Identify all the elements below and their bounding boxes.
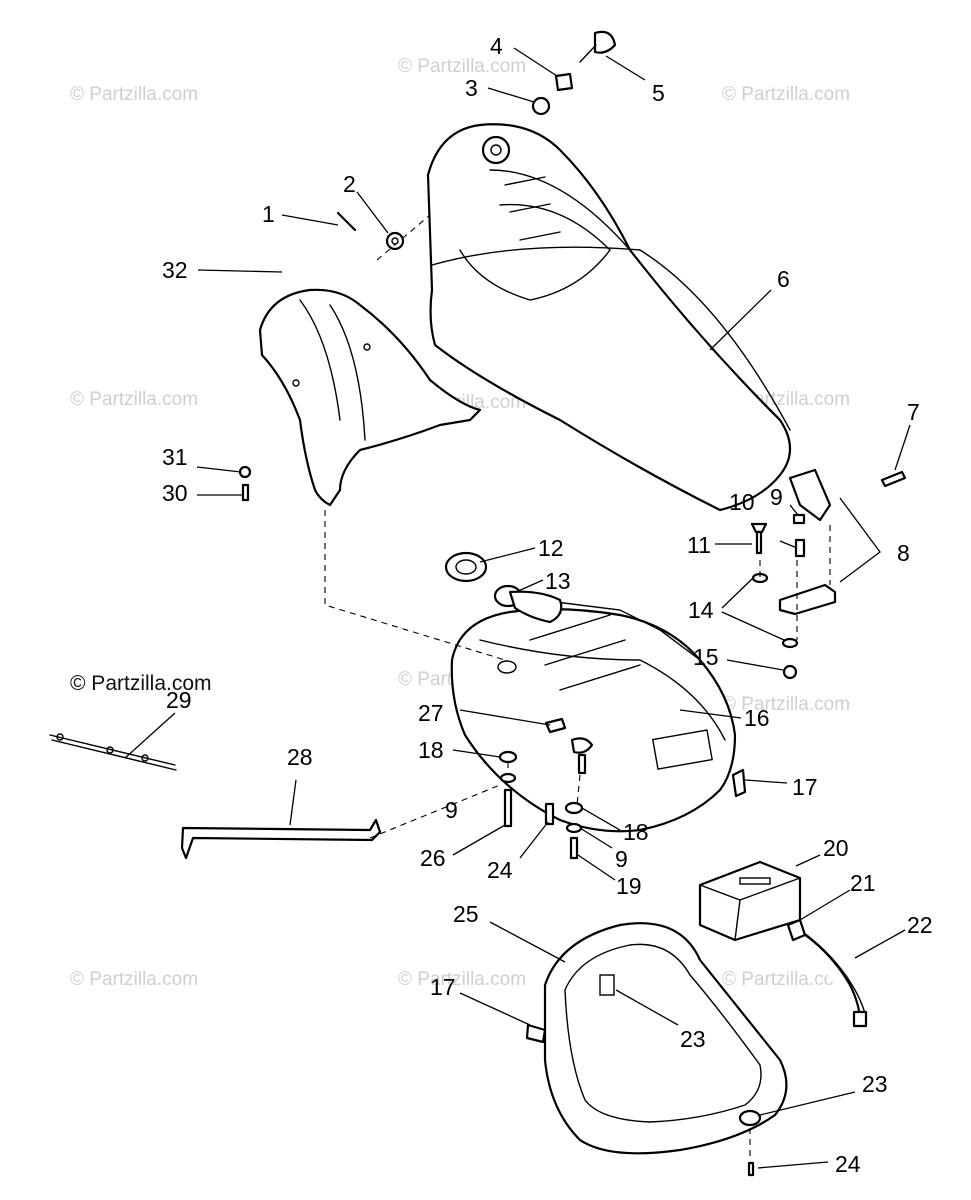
callout-19: 19 bbox=[616, 873, 642, 899]
leader-lines bbox=[124, 47, 911, 1169]
callout-23: 23 bbox=[680, 1026, 706, 1052]
assembly-lines bbox=[324, 214, 831, 1160]
tank-part bbox=[450, 599, 737, 833]
callout-17: 17 bbox=[792, 774, 818, 800]
watermark: © Partzilla.com bbox=[70, 969, 198, 990]
callout-25: 25 bbox=[453, 901, 479, 927]
callout-29: 29 bbox=[166, 687, 192, 713]
callout-28: 28 bbox=[287, 744, 313, 770]
rod-part bbox=[180, 818, 382, 860]
callout-26: 26 bbox=[420, 845, 446, 871]
watermark: © Partzilla.com bbox=[722, 969, 850, 990]
callout-7: 7 bbox=[907, 399, 920, 425]
callout-24: 24 bbox=[835, 1151, 861, 1177]
callout-17: 17 bbox=[430, 974, 456, 1000]
callout-4: 4 bbox=[490, 33, 503, 59]
callout-9: 9 bbox=[615, 846, 628, 872]
bracket-part bbox=[778, 468, 837, 616]
callout-9: 9 bbox=[445, 797, 458, 823]
watermark: © Partzilla.com bbox=[398, 969, 526, 990]
callout-8: 8 bbox=[897, 540, 910, 566]
cover-part bbox=[258, 288, 482, 507]
callout-2: 2 bbox=[343, 171, 356, 197]
callout-12: 12 bbox=[538, 535, 564, 561]
callout-9: 9 bbox=[770, 484, 783, 510]
callout-30: 30 bbox=[162, 480, 188, 506]
callout-20: 20 bbox=[823, 835, 849, 861]
battery-part bbox=[698, 860, 802, 942]
cable-part bbox=[793, 926, 868, 1028]
callouts: 1 2 3 4 5 6 7 8 9 10 11 12 13 14 15 16 1… bbox=[162, 33, 933, 1177]
callout-14: 14 bbox=[688, 597, 714, 623]
seat-part bbox=[426, 123, 792, 512]
callout-22: 22 bbox=[907, 912, 933, 938]
callout-6: 6 bbox=[777, 266, 790, 292]
cable-29-part bbox=[49, 733, 177, 771]
callout-3: 3 bbox=[465, 75, 478, 101]
callout-21: 21 bbox=[850, 870, 876, 896]
watermark: © Partzilla.com bbox=[70, 84, 198, 105]
watermark: © Partzilla.com bbox=[70, 389, 198, 410]
callout-18: 18 bbox=[418, 737, 444, 763]
callout-16: 16 bbox=[744, 705, 770, 731]
callout-10: 10 bbox=[729, 489, 755, 515]
callout-15: 15 bbox=[693, 644, 719, 670]
callout-24: 24 bbox=[487, 857, 513, 883]
callout-5: 5 bbox=[652, 80, 665, 106]
callout-23: 23 bbox=[862, 1071, 888, 1097]
callout-13: 13 bbox=[545, 568, 571, 594]
watermark: © Partzilla.com bbox=[722, 694, 850, 715]
callout-27: 27 bbox=[418, 700, 444, 726]
callout-1: 1 bbox=[262, 201, 275, 227]
callout-11: 11 bbox=[687, 532, 711, 558]
tray-part bbox=[543, 922, 788, 1155]
watermark-main: © Partzilla.com bbox=[70, 672, 212, 695]
cap-ring-part bbox=[444, 551, 563, 624]
fasteners bbox=[238, 30, 907, 1177]
watermark: © Partzilla.com bbox=[722, 84, 850, 105]
callout-18: 18 bbox=[623, 819, 649, 845]
callout-31: 31 bbox=[162, 444, 188, 470]
callout-32: 32 bbox=[162, 257, 188, 283]
watermark: © Partzilla.com bbox=[398, 56, 526, 77]
